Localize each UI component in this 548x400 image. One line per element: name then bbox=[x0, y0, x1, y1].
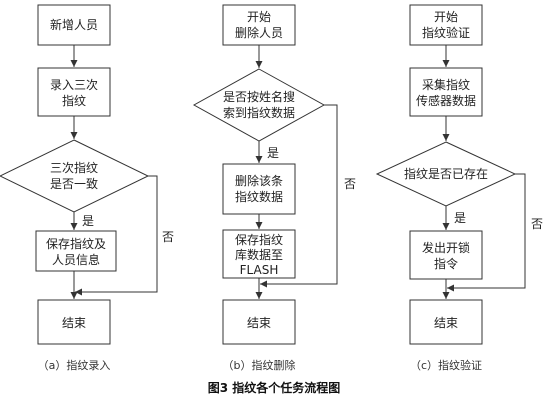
no-label: 否 bbox=[531, 217, 543, 231]
yes-label: 是 bbox=[82, 214, 94, 228]
node-process-line-1: 删除该条 bbox=[235, 173, 283, 188]
node-process bbox=[409, 67, 483, 117]
node-start-line-1: 开始 bbox=[434, 10, 458, 24]
node-decision-line-1: 三次指纹 bbox=[50, 160, 98, 175]
node-process bbox=[35, 230, 117, 272]
node-start-line-1: 开始 bbox=[247, 10, 271, 24]
node-end bbox=[409, 299, 483, 345]
node-start-line-2: 指纹验证 bbox=[422, 25, 470, 40]
node-process-line-3: FLASH bbox=[240, 263, 279, 277]
node-process-line-1: 录入三次 bbox=[50, 78, 98, 92]
node-end bbox=[37, 299, 111, 345]
node-process-line-2: 库数据至 bbox=[235, 247, 283, 262]
node-start-line-2: 删除人员 bbox=[235, 25, 283, 40]
flowchart-a: 新增人员 录入三次 指纹 三次指纹 是否一致 是 保存指纹及 人员信息 否 结束… bbox=[0, 4, 174, 372]
node-start bbox=[37, 4, 111, 46]
yes-label: 是 bbox=[454, 211, 466, 225]
node-decision-line-1: 指纹是否已存在 bbox=[404, 166, 488, 181]
node-start bbox=[222, 4, 296, 46]
node-end-line-1: 结束 bbox=[434, 316, 458, 330]
figure-title: 图3 指纹各个任务流程图 bbox=[208, 380, 341, 395]
edge-no bbox=[260, 104, 338, 288]
no-label: 否 bbox=[162, 230, 174, 244]
edge-no bbox=[447, 173, 526, 292]
node-end-line-1: 结束 bbox=[62, 316, 86, 330]
subfigure-caption: （b）指纹删除 bbox=[223, 358, 296, 372]
flowchart-c: 开始 指纹验证 采集指纹 传感器数据 指纹是否已存在 是 发出开锁 指令 否 结… bbox=[375, 4, 543, 372]
node-process-line-1: 采集指纹 bbox=[422, 77, 470, 92]
node-process bbox=[37, 67, 111, 117]
node-process-line-2: 指令 bbox=[434, 256, 458, 271]
node-process-line-1: 发出开锁 bbox=[422, 240, 470, 255]
node-decision-line-2: 索到指纹数据 bbox=[223, 105, 295, 120]
node-end-line-1: 结束 bbox=[247, 316, 271, 330]
node-process bbox=[222, 163, 296, 215]
node-process-line-2: 指纹数据 bbox=[235, 189, 283, 204]
node-decision bbox=[192, 68, 326, 142]
node-decision-line-1: 是否按姓名搜 bbox=[223, 89, 295, 104]
node-process-line-2: 指纹 bbox=[62, 93, 86, 108]
edge-no bbox=[75, 175, 158, 296]
node-process-line-2: 传感器数据 bbox=[416, 93, 476, 108]
subfigure-caption: （c）指纹验证 bbox=[410, 358, 482, 372]
subfigure-caption: （a）指纹录入 bbox=[38, 358, 111, 372]
node-decision bbox=[0, 139, 150, 213]
node-process bbox=[222, 229, 296, 279]
node-start-line-1: 新增人员 bbox=[50, 17, 98, 32]
node-process-line-2: 人员信息 bbox=[52, 252, 100, 267]
node-process bbox=[409, 230, 483, 280]
node-process-line-1: 保存指纹及 bbox=[46, 236, 106, 251]
node-end bbox=[222, 299, 296, 345]
node-decision-line-2: 是否一致 bbox=[50, 177, 98, 191]
node-process-line-1: 保存指纹 bbox=[235, 232, 283, 247]
no-label: 否 bbox=[344, 177, 356, 191]
flowchart-b: 开始 删除人员 是否按姓名搜 索到指纹数据 是 删除该条 指纹数据 保存指纹 库… bbox=[192, 4, 356, 372]
node-start bbox=[409, 4, 483, 46]
yes-label: 是 bbox=[267, 146, 279, 160]
